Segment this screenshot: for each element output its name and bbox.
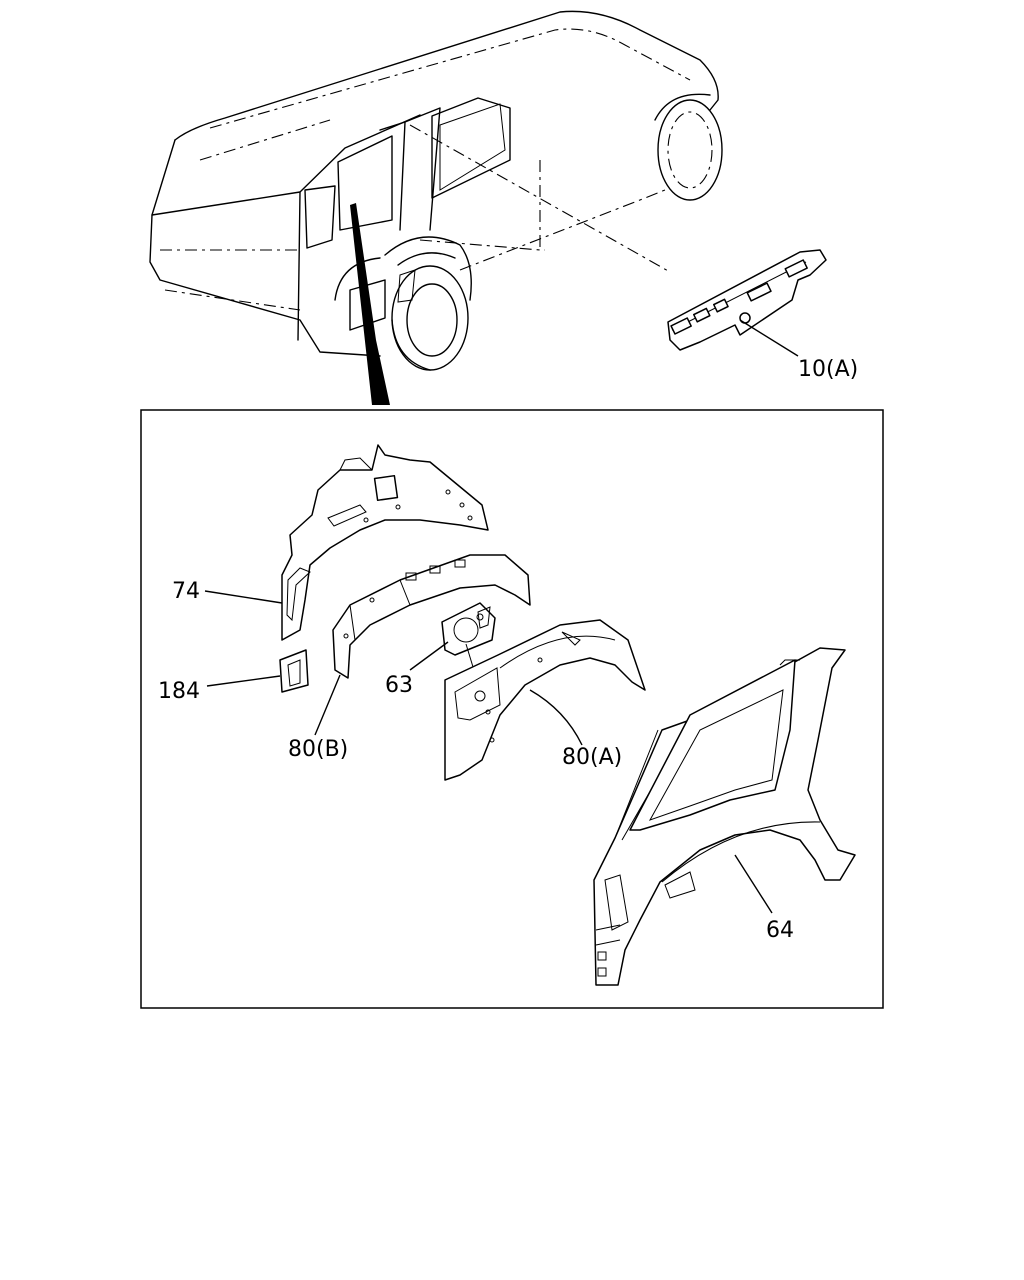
callout-80b: 80(B) [288,737,348,762]
part-74-inner-quarter-panel [281,444,489,641]
part-80a-outer-wheel-house [444,619,646,781]
callout-184: 184 [158,679,200,704]
part-80b-wheel-house [332,554,531,679]
callout-10a: 10(A) [798,357,858,382]
part-64-outer-quarter-panel [593,647,856,986]
detail-frame [140,409,884,1009]
part-184-patch [279,649,309,693]
callout-63: 63 [385,673,413,698]
callout-80a: 80(A) [562,745,622,770]
callout-64: 64 [766,918,794,943]
part-10a-rear-panel [667,249,827,351]
callout-74: 74 [172,579,200,604]
part-63-filler-housing [441,602,496,691]
vehicle-overview [149,10,723,405]
